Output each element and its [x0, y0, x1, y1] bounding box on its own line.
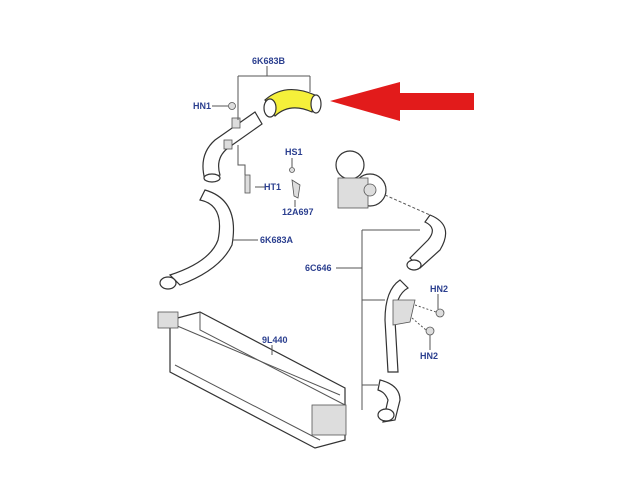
nut-hn1[interactable] [228, 102, 236, 110]
hose-6k683b-highlighted[interactable] [263, 89, 322, 118]
label-hn2-bottom: HN2 [420, 351, 438, 361]
label-12a697: 12A697 [282, 207, 314, 217]
nut-hn2-top[interactable] [435, 308, 445, 318]
label-6k683b: 6K683B [252, 56, 286, 66]
nut-hn2-bottom[interactable] [425, 326, 435, 336]
label-6k683a: 6K683A [260, 235, 294, 245]
label-hn2-top: HN2 [430, 284, 448, 294]
sensor-12a697[interactable] [289, 167, 301, 199]
label-6c646: 6C646 [305, 263, 332, 273]
red-arrow-pointer [330, 82, 474, 121]
label-hs1: HS1 [285, 147, 303, 157]
hose-6k683a [159, 189, 235, 290]
sensor-ht1[interactable] [244, 174, 251, 194]
label-ht1: HT1 [264, 182, 281, 192]
turbocharger [335, 150, 387, 209]
pipe-6c646 [377, 214, 447, 423]
label-hn1: HN1 [193, 101, 211, 111]
label-9l440: 9L440 [262, 335, 288, 345]
intercooler-9l440 [157, 311, 347, 449]
leader-lines [212, 66, 439, 410]
upper-pipe [202, 111, 263, 183]
